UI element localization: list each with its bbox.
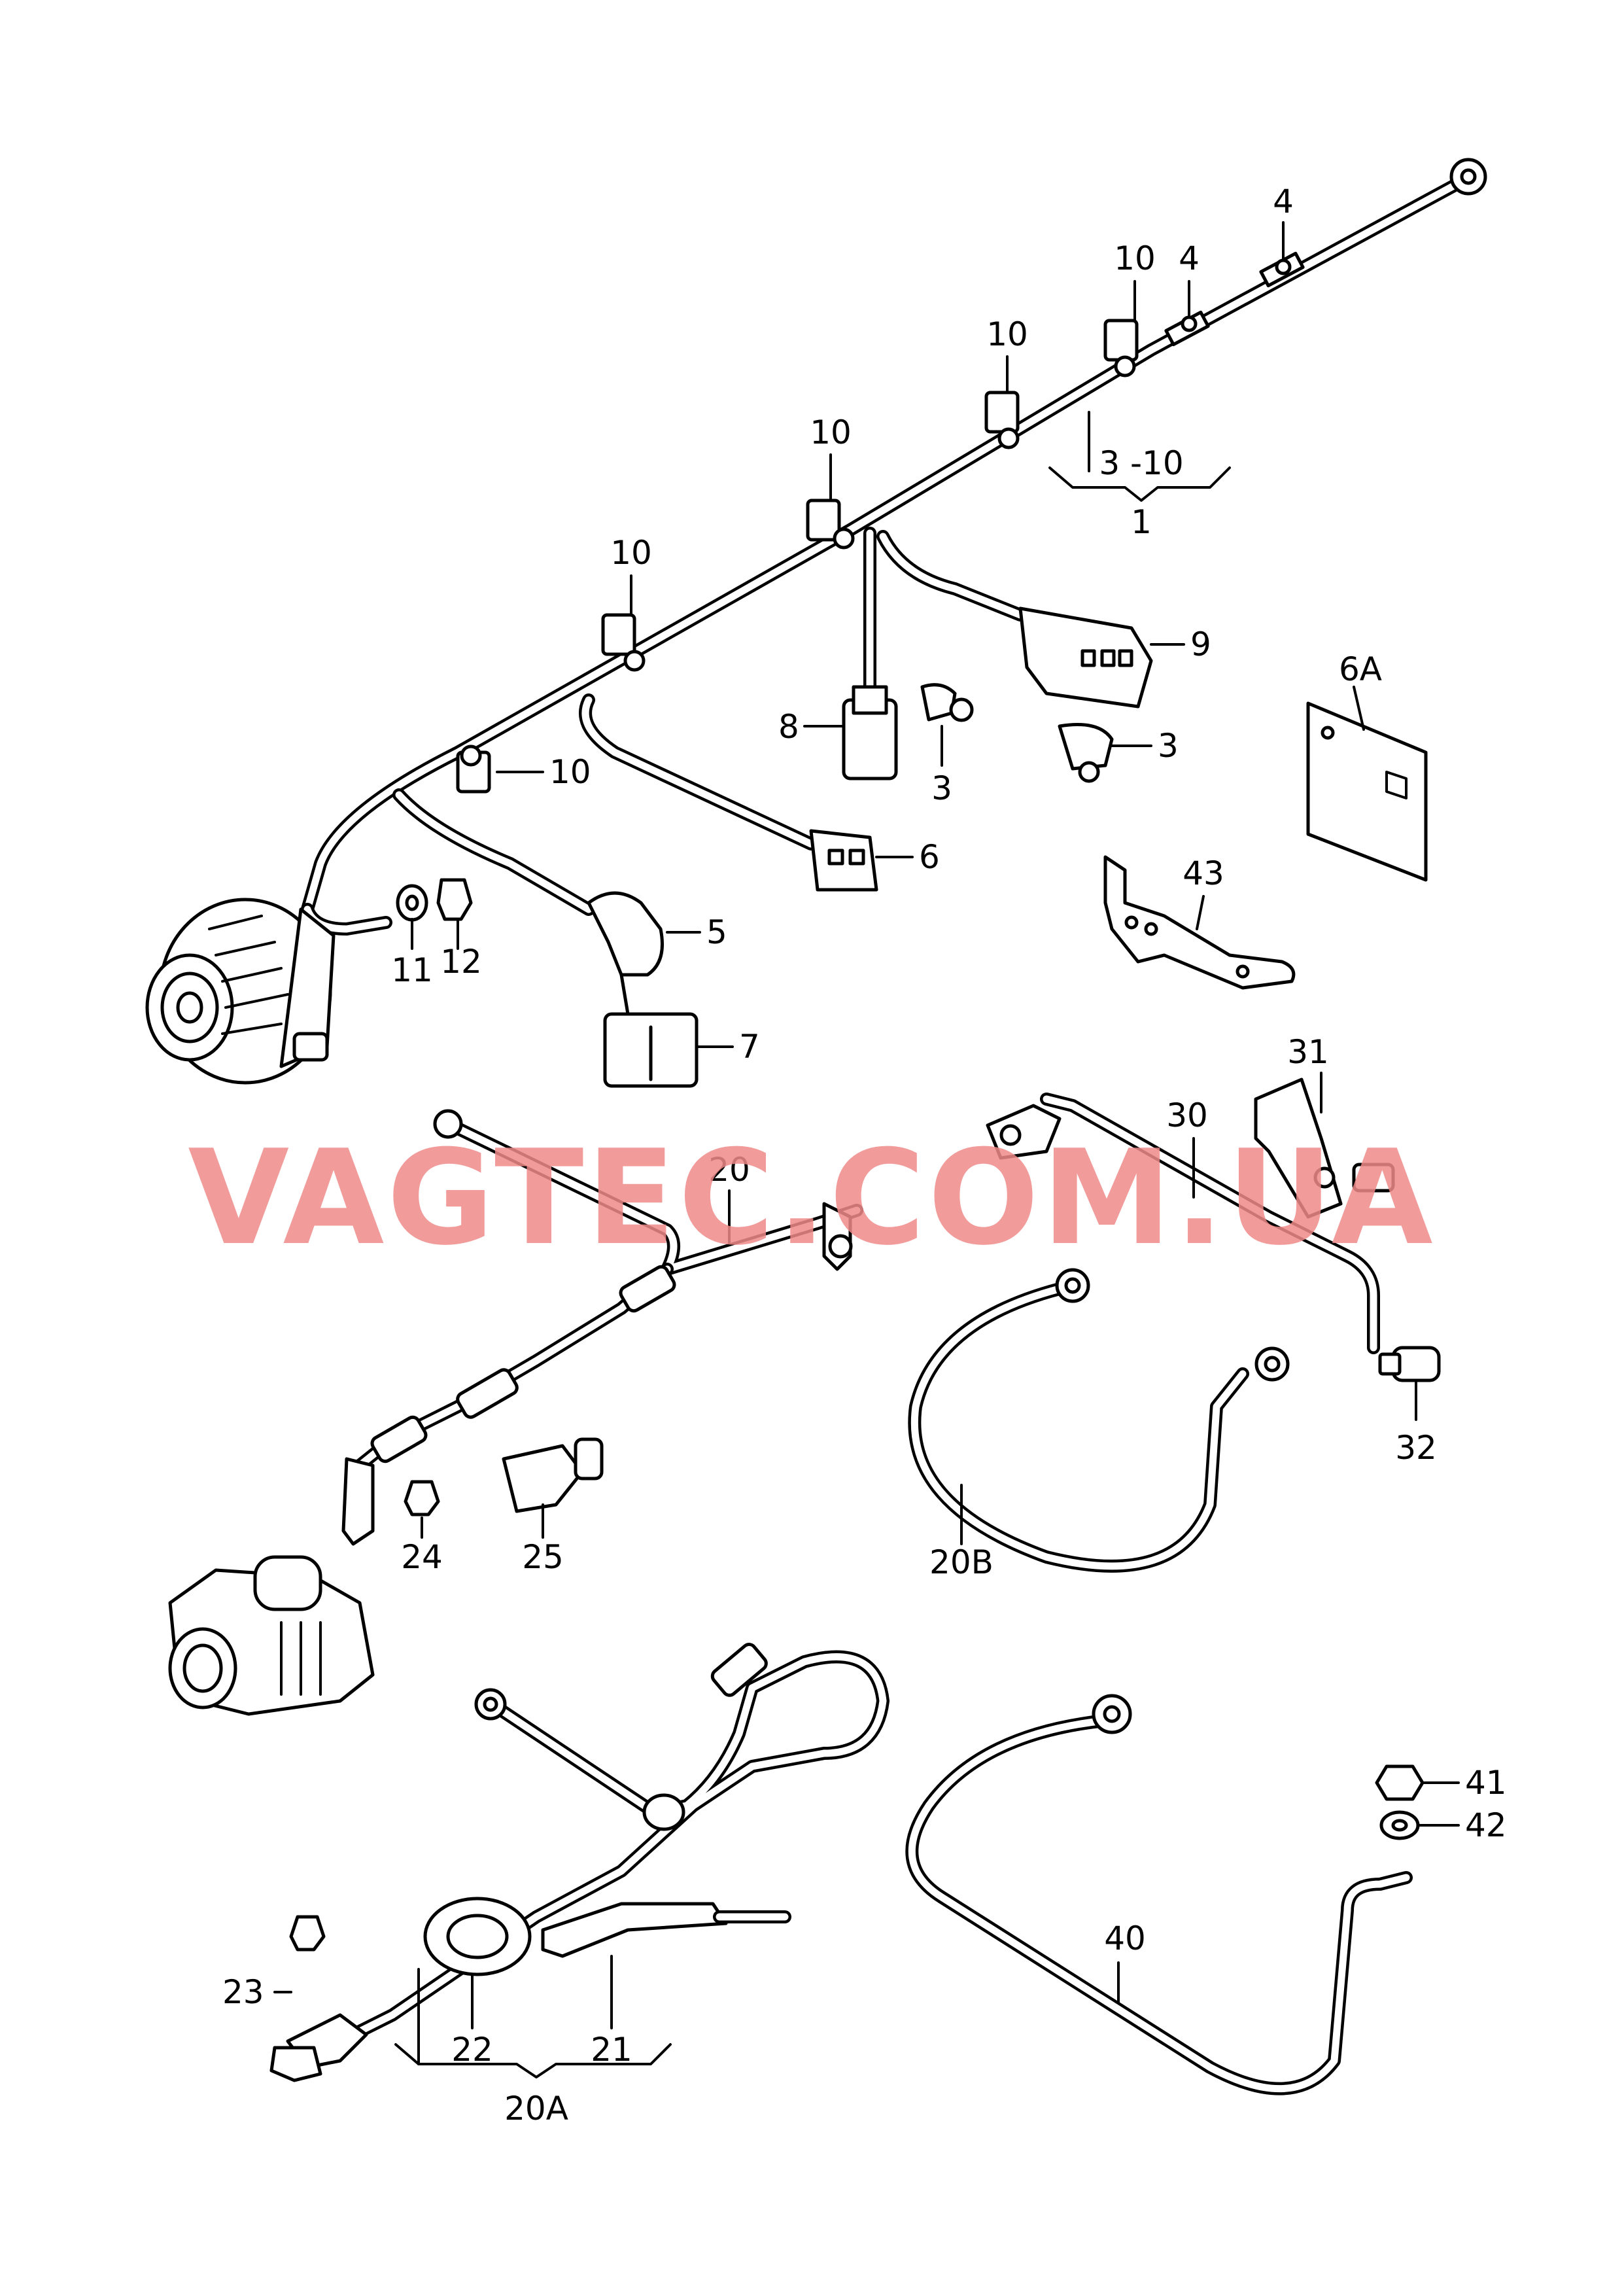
callout-3-b: 3 <box>1158 727 1179 765</box>
battery-cable-30 <box>986 1077 1441 1382</box>
callout-41: 41 <box>1465 1764 1507 1802</box>
callout-7: 7 <box>739 1028 760 1066</box>
starter-cable-assembly <box>168 1109 863 1716</box>
starter-motor <box>168 1555 375 1716</box>
callout-21: 21 <box>591 2031 632 2069</box>
callout-4-b: 4 <box>1179 239 1200 277</box>
callout-10-d: 10 <box>610 534 652 572</box>
callout-5: 5 <box>706 913 727 951</box>
callout-20B: 20B <box>929 1543 993 1581</box>
callout-30: 30 <box>1166 1096 1208 1134</box>
callout-32: 32 <box>1395 1429 1437 1467</box>
callout-labels: 4 10 4 10 3 -10 1 10 10 9 6A 8 3 3 10 6 … <box>222 183 1507 2128</box>
callout-43: 43 <box>1183 854 1224 892</box>
callout-6: 6 <box>919 838 940 876</box>
engine-wiring-harness <box>145 158 1487 1088</box>
callout-range-3-10: 3 -10 <box>1099 444 1183 482</box>
callout-10-b: 10 <box>986 315 1028 353</box>
callout-20A: 20A <box>504 2090 568 2128</box>
callout-10-a: 10 <box>1114 239 1156 277</box>
callout-10-c: 10 <box>810 413 852 451</box>
callout-22: 22 <box>451 2031 493 2069</box>
watermark-text: VAGTEC.COM.UA <box>188 1122 1435 1274</box>
ground-cable-40 <box>905 1694 1425 2095</box>
callout-12: 12 <box>440 943 482 981</box>
callout-3-a: 3 <box>931 769 952 807</box>
ground-cable-20B <box>908 1268 1290 1573</box>
callout-4-top: 4 <box>1273 183 1294 220</box>
callout-20: 20 <box>708 1151 750 1189</box>
callout-10-e: 10 <box>549 753 591 791</box>
callout-24: 24 <box>401 1538 443 1576</box>
callout-31: 31 <box>1287 1033 1329 1071</box>
cable-assembly-20A <box>269 1643 890 2082</box>
callout-1: 1 <box>1131 503 1152 541</box>
callout-11: 11 <box>391 951 433 989</box>
callout-25: 25 <box>522 1538 564 1576</box>
callout-23: 23 <box>222 1973 264 2011</box>
callout-8: 8 <box>778 708 799 746</box>
leader-lines <box>273 221 1460 2078</box>
callout-42: 42 <box>1465 1806 1507 1844</box>
callout-40: 40 <box>1104 1919 1146 1957</box>
alternator <box>145 898 336 1085</box>
callout-6A: 6A <box>1339 650 1382 688</box>
callout-9: 9 <box>1190 625 1211 663</box>
